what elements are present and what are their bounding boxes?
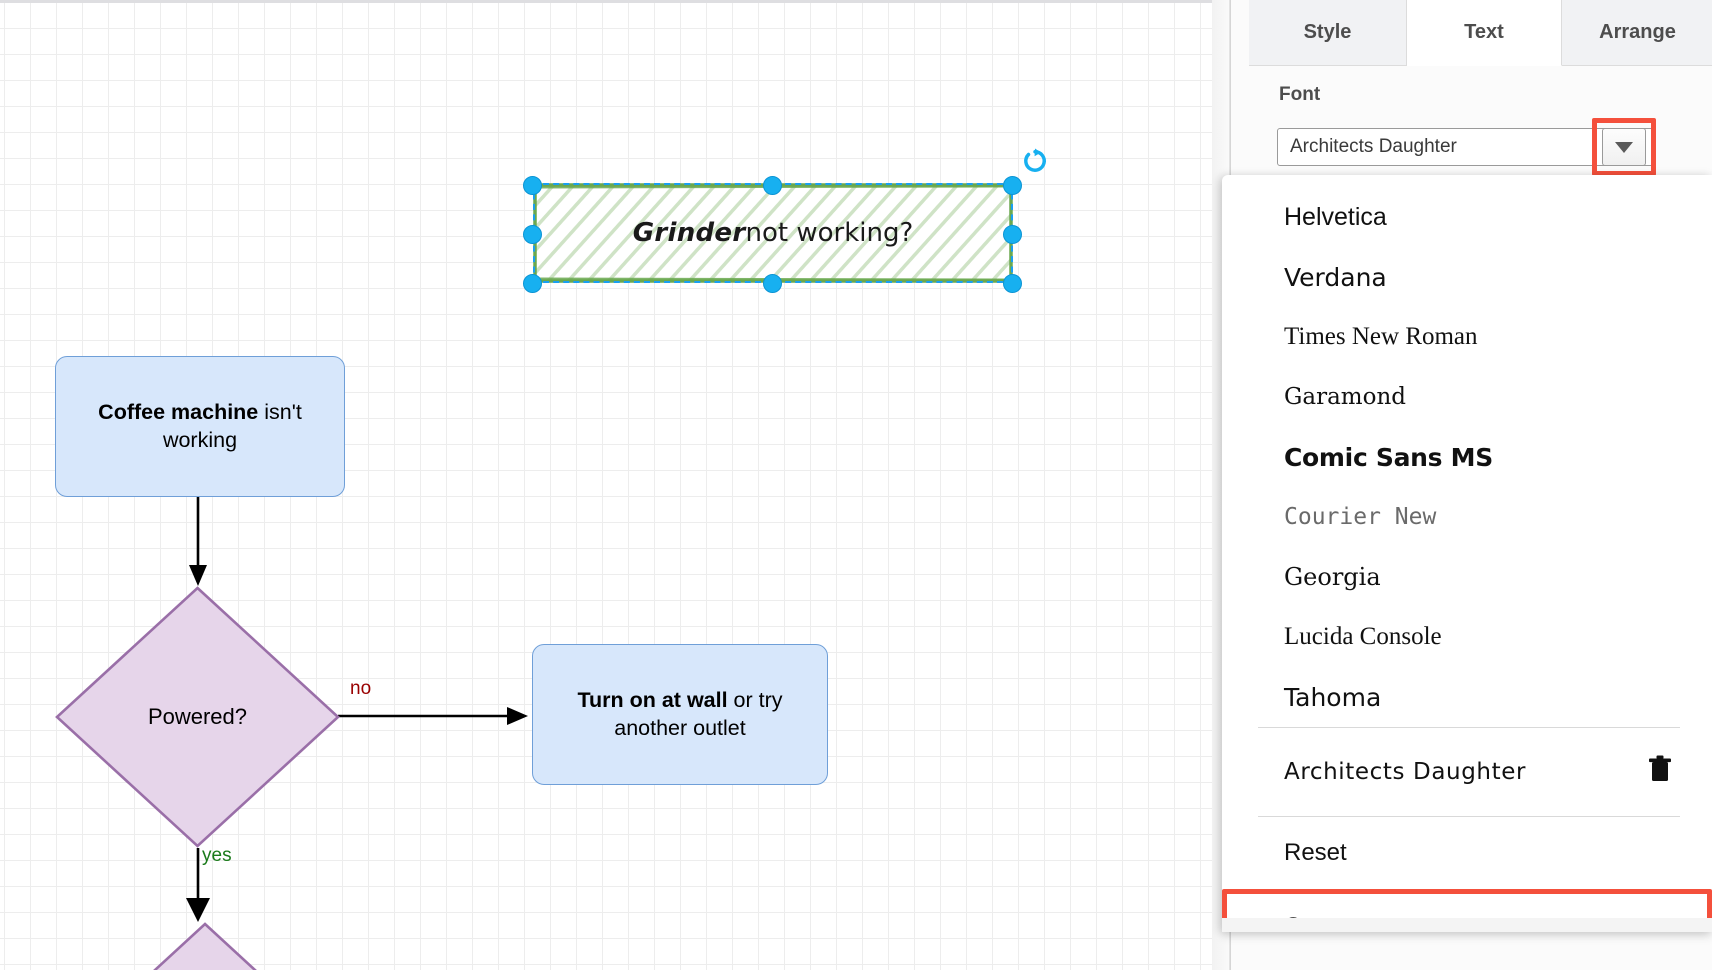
font-option-lucida-console[interactable]: Lucida Console: [1284, 623, 1442, 650]
node-turn-on-at-wall[interactable]: Turn on at wall or try another outlet: [532, 644, 828, 785]
resize-handle-s[interactable]: [763, 274, 782, 293]
diamond-shape: [55, 586, 340, 848]
connector-layer: [186, 497, 528, 922]
font-option-architects-daughter[interactable]: Architects Daughter: [1222, 728, 1712, 816]
trash-icon[interactable]: [1648, 755, 1672, 789]
format-panel-tabbar: Style Text Arrange: [1231, 0, 1712, 66]
font-option-architects-daughter-label: Architects Daughter: [1284, 759, 1527, 785]
font-option-georgia[interactable]: Georgia: [1284, 563, 1381, 591]
selected-shape-label: Grinder not working?: [632, 218, 914, 248]
node-coffee-machine-label: Coffee machine isn't working: [98, 399, 302, 452]
font-option-comic-sans-ms[interactable]: Comic Sans MS: [1284, 442, 1493, 472]
canvas-top-edge: [0, 0, 1212, 3]
font-option-times-new-roman[interactable]: Times New Roman: [1284, 323, 1478, 350]
font-option-courier-new[interactable]: Courier New: [1284, 504, 1437, 530]
font-option-verdana[interactable]: Verdana: [1284, 262, 1387, 292]
font-option-tahoma[interactable]: Tahoma: [1284, 682, 1382, 712]
tab-arrange[interactable]: Arrange: [1562, 0, 1712, 66]
tab-style[interactable]: Style: [1249, 0, 1407, 66]
dropdown-separator-1: [1258, 727, 1680, 728]
resize-handle-sw[interactable]: [523, 274, 542, 293]
node-powered[interactable]: Powered?: [55, 586, 340, 848]
font-option-garamond[interactable]: Garamond: [1284, 384, 1406, 410]
resize-handle-nw[interactable]: [523, 176, 542, 195]
resize-handle-w[interactable]: [523, 225, 542, 244]
node-powered-label: Powered?: [147, 704, 248, 729]
font-dropdown-menu[interactable]: Helvetica Verdana Times New Roman Garamo…: [1222, 175, 1712, 932]
font-input[interactable]: Architects Daughter: [1277, 128, 1655, 166]
dropdown-separator-2: [1258, 816, 1680, 817]
edge-label-no: no: [350, 678, 372, 699]
font-option-helvetica[interactable]: Helvetica: [1284, 202, 1387, 231]
edge-label-yes: yes: [202, 845, 232, 866]
selection-outline: [533, 183, 1013, 283]
resize-handle-ne[interactable]: [1003, 176, 1022, 195]
node-turn-on-at-wall-label: Turn on at wall or try another outlet: [577, 687, 783, 740]
diagram-canvas[interactable]: Coffee machine isn't working Powered? Tu…: [0, 0, 1212, 970]
chevron-down-icon: [1615, 141, 1633, 153]
resize-handle-e[interactable]: [1003, 225, 1022, 244]
dropdown-bottom-strip: [1222, 918, 1712, 932]
rotate-icon[interactable]: [1022, 148, 1048, 174]
font-section-label: Font: [1279, 84, 1321, 105]
diamond-shape-partial: [153, 922, 257, 970]
font-dropdown-arrow-button[interactable]: [1602, 128, 1646, 166]
resize-handle-n[interactable]: [763, 176, 782, 195]
tab-text[interactable]: Text: [1407, 0, 1562, 66]
font-option-reset[interactable]: Reset: [1284, 839, 1347, 866]
node-coffee-machine[interactable]: Coffee machine isn't working: [55, 356, 345, 497]
resize-handle-se[interactable]: [1003, 274, 1022, 293]
node-next-decision[interactable]: [140, 922, 270, 970]
